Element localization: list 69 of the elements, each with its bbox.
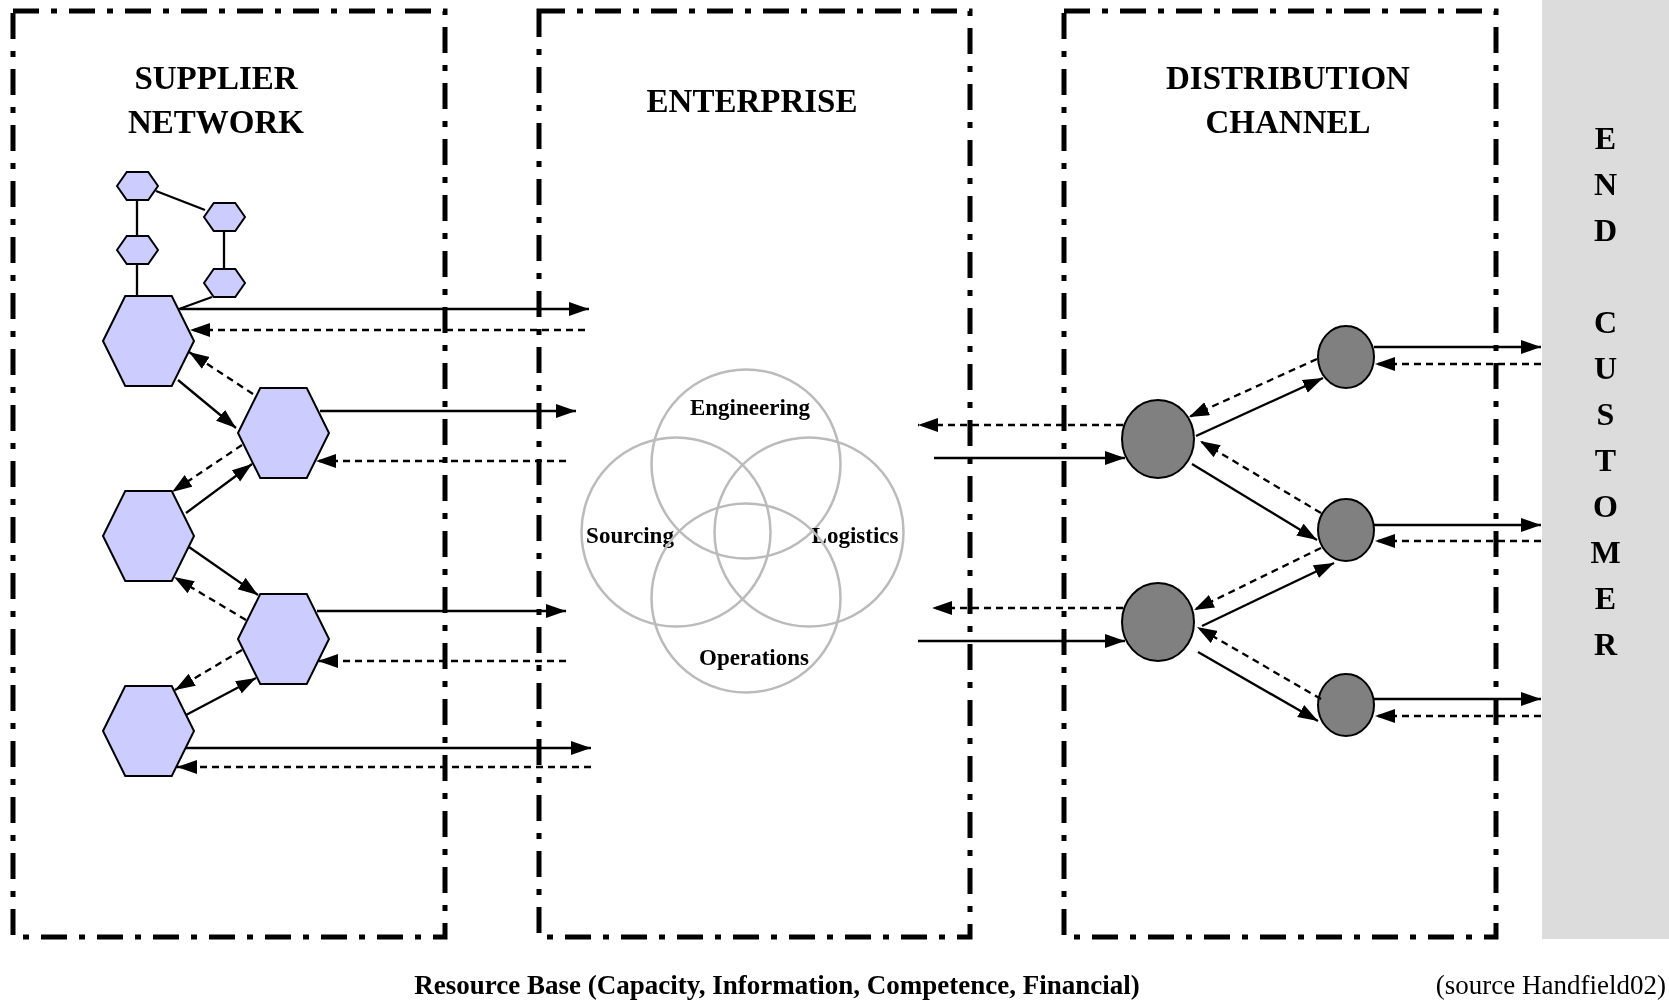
circle-node [1317,498,1375,562]
arrow [1193,546,1322,612]
connector-line [222,232,226,268]
region-frame [1062,9,1498,939]
arrow [1195,376,1324,438]
arrow [186,741,591,755]
arrow [918,634,1125,648]
hexagon-node [202,202,246,232]
connector-line [155,189,206,212]
hexagon-node [101,490,195,582]
arrow [190,323,585,337]
caption-text: Resource Base (Capacity, Information, Competence, Financial) [414,970,1140,1001]
vertical-label: END CUSTOMER [1589,119,1622,664]
arrow [320,404,576,418]
arrow [1191,463,1318,541]
venn-circle [580,436,772,628]
circle-node [1317,325,1375,389]
arrow [171,444,243,493]
arrow [1374,692,1541,706]
arrow [188,546,259,596]
hexagon-node [236,593,330,685]
arrow [1375,709,1541,723]
arrow [1375,534,1541,548]
circle-node [1121,399,1195,479]
hexagon-node [115,235,159,265]
arrow [1374,340,1541,354]
arrow [1374,518,1541,532]
arrow [1188,357,1318,419]
hexagon-node [101,295,195,387]
arrow [316,454,566,468]
arrow [318,654,566,668]
circle-node [1121,582,1195,662]
arrow [1201,561,1335,628]
arrow [177,379,237,429]
connector-line [178,295,213,311]
arrow [1197,651,1319,722]
customer-band [1542,0,1669,939]
source-note: (source Handfield02) [1435,970,1666,1001]
circle-label: Logistics [811,523,899,549]
arrow [317,604,566,618]
arrow [180,302,589,316]
region-frame [11,9,447,939]
connector-line [135,265,139,295]
region-frame [537,9,972,939]
arrow [1196,626,1322,700]
connector-line [135,201,139,235]
hexagon-node [115,171,159,201]
hexagon-node [101,685,195,777]
hexagon-node [202,268,246,298]
arrow [174,649,243,691]
region-title: SUPPLIER NETWORK [127,59,305,142]
circle-node [1317,673,1375,737]
arrow [177,760,591,774]
hexagon-node [236,387,330,479]
region-title: ENTERPRISE [645,82,859,121]
circle-label: Operations [699,645,809,671]
circle-label: Engineering [689,395,811,421]
venn-circle [713,436,905,628]
arrow [934,451,1125,465]
arrow [185,677,257,716]
arrow [188,351,254,395]
circle-label: Sourcing [586,523,674,549]
arrow [918,418,1123,432]
arrow [185,463,253,514]
arrow [1375,357,1541,371]
arrow [1199,440,1322,514]
arrow [173,576,247,621]
arrow [932,601,1123,615]
region-title: DISTRIBUTION CHANNEL [1165,59,1411,142]
